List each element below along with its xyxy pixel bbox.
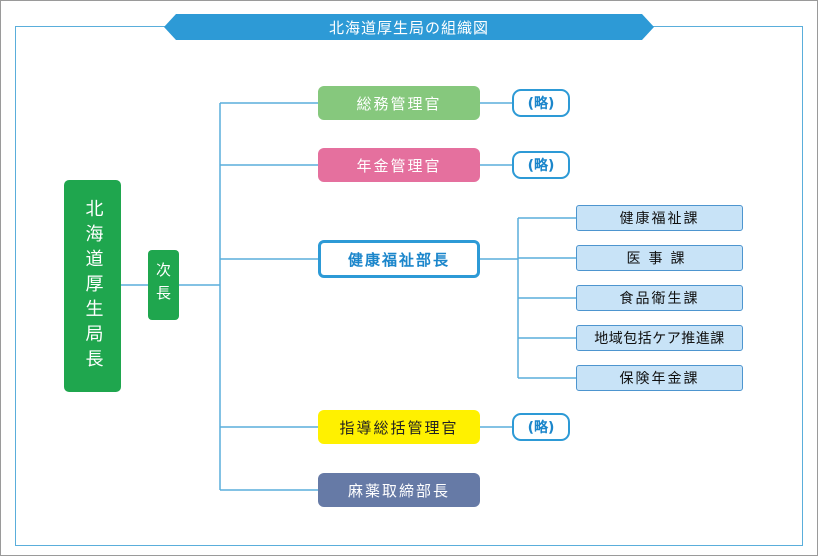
dept-pension: 年金管理官 (318, 148, 480, 182)
section-food-hygiene: 食品衛生課 (576, 285, 743, 311)
dept-general-affairs: 総務管理官 (318, 86, 480, 120)
deputy-director-box: 次長 (148, 250, 179, 320)
omitted-tag-guidance: (略) (512, 413, 570, 441)
dept-narcotics-control: 麻薬取締部長 (318, 473, 480, 507)
dept-health-welfare: 健康福祉部長 (318, 240, 480, 278)
section-medical-affairs: 医事課 (576, 245, 743, 271)
section-health-welfare: 健康福祉課 (576, 205, 743, 231)
chart-title-banner: 北海道厚生局の組織図 (164, 14, 654, 40)
chart-title: 北海道厚生局の組織図 (328, 18, 489, 37)
section-insurance-pension: 保険年金課 (576, 365, 743, 391)
dept-guidance-supervision: 指導総括管理官 (318, 410, 480, 444)
director-general-box: 北海道厚生局長 (64, 180, 121, 392)
omitted-tag-pension: (略) (512, 151, 570, 179)
section-community-care: 地域包括ケア推進課 (576, 325, 743, 351)
omitted-tag-general-affairs: (略) (512, 89, 570, 117)
